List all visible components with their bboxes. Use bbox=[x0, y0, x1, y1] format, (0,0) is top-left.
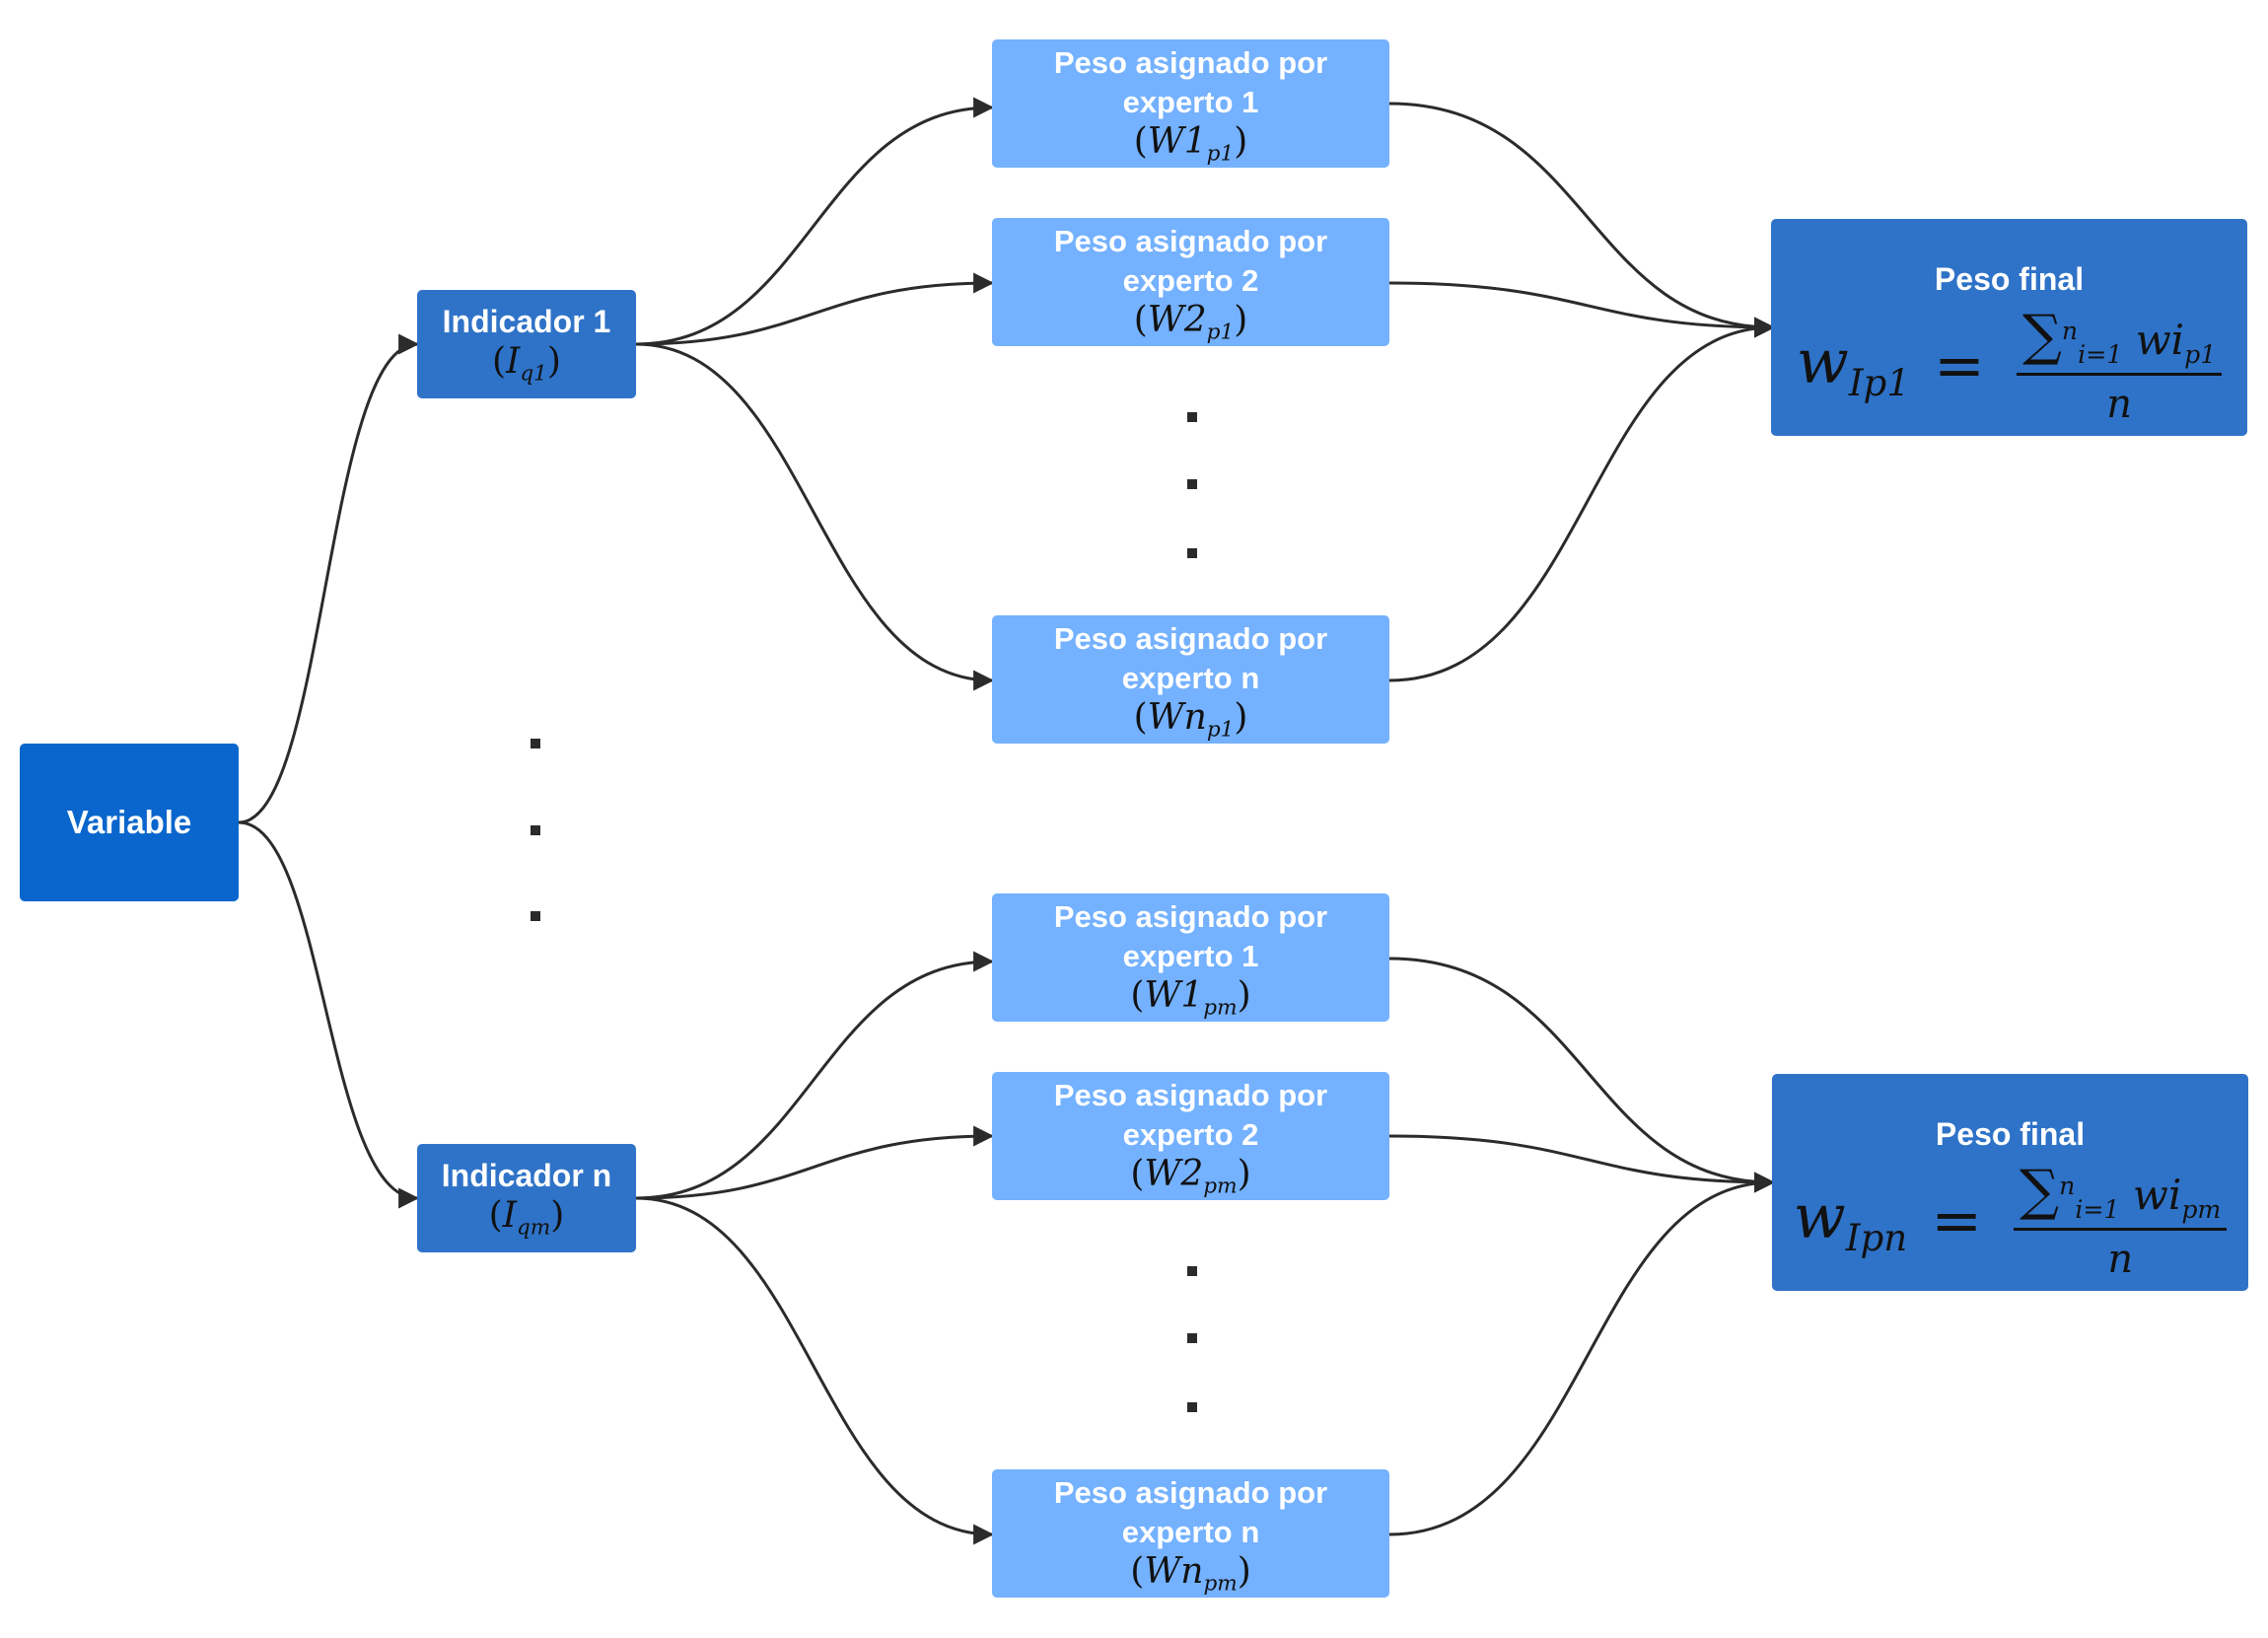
expert-n-bottom-node: Peso asignado por experto n (Wnpm) bbox=[992, 1469, 1389, 1598]
expert-weight-symbol: (W2pm) bbox=[1130, 1154, 1251, 1199]
expert-label-line2: experto 2 bbox=[1122, 263, 1259, 298]
indicator-1-label: Indicador 1 bbox=[442, 304, 611, 340]
expert-label-line2: experto n bbox=[1121, 1515, 1260, 1549]
ellipsis-dot bbox=[531, 911, 540, 921]
ellipsis-dot bbox=[531, 739, 540, 748]
indicator-1-node: Indicador 1 (Iq1) bbox=[417, 290, 636, 398]
ellipsis-dot bbox=[531, 825, 540, 835]
final-weight-label: Peso final bbox=[1934, 261, 2085, 297]
ellipsis-dot bbox=[1187, 412, 1197, 422]
ellipsis-dot bbox=[1187, 1333, 1197, 1343]
ellipsis-dot bbox=[1187, 1266, 1197, 1276]
connector-expert-2-final-n bbox=[1388, 1134, 1776, 1193]
expert-label-line1: Peso asignado por bbox=[1053, 899, 1328, 934]
ellipsis-experts-top bbox=[1180, 412, 1204, 570]
indicator-1-symbol: (Iq1) bbox=[492, 341, 561, 387]
final-weight-formula: wIp1 = ∑ni=1 wip1 n bbox=[1797, 304, 2223, 427]
connector-expert-n-final-n bbox=[1388, 1172, 1776, 1536]
connector-variable-indicator-n bbox=[238, 820, 420, 1209]
connector-indicator-n-expert-2 bbox=[635, 1125, 995, 1200]
connector-indicator-n-expert-1 bbox=[635, 951, 995, 1200]
indicator-n-label: Indicador n bbox=[441, 1158, 612, 1194]
connector-variable-indicator-1 bbox=[238, 333, 420, 824]
expert-label-line2: experto 1 bbox=[1122, 939, 1259, 973]
connector-indicator-1-expert-1 bbox=[635, 97, 995, 346]
ellipsis-dot bbox=[1187, 479, 1197, 489]
indicator-n-symbol: (Iqm) bbox=[488, 1195, 565, 1241]
connector-expert-1-final-1 bbox=[1388, 102, 1776, 338]
indicator-n-node: Indicador n (Iqm) bbox=[417, 1144, 636, 1252]
final-weight-n-node: Peso final wIpn = ∑ni=1 wipm n bbox=[1772, 1074, 2248, 1291]
expert-weight-symbol: (W1pm) bbox=[1130, 975, 1251, 1021]
connector-indicator-1-expert-2 bbox=[635, 272, 995, 346]
expert-2-top-node: Peso asignado por experto 2 (W2p1) bbox=[992, 218, 1389, 346]
final-weight-formula: wIpn = ∑ni=1 wipm n bbox=[1794, 1159, 2228, 1282]
expert-1-bottom-node: Peso asignado por experto 1 (W1pm) bbox=[992, 893, 1389, 1022]
ellipsis-experts-bottom bbox=[1180, 1266, 1204, 1424]
ellipsis-indicators bbox=[524, 739, 547, 926]
connector-expert-1-final-n bbox=[1388, 957, 1776, 1193]
final-weight-1-node: Peso final wIp1 = ∑ni=1 wip1 n bbox=[1771, 219, 2247, 436]
connector-indicator-1-expert-n bbox=[635, 342, 995, 691]
expert-label-line1: Peso asignado por bbox=[1053, 45, 1328, 80]
ellipsis-dot bbox=[1187, 548, 1197, 558]
connector-indicator-n-expert-n bbox=[635, 1196, 995, 1545]
expert-n-top-node: Peso asignado por experto n (Wnp1) bbox=[992, 615, 1389, 744]
final-weight-label: Peso final bbox=[1935, 1116, 2086, 1152]
expert-1-top-node: Peso asignado por experto 1 (W1p1) bbox=[992, 39, 1389, 168]
expert-label-line1: Peso asignado por bbox=[1053, 1475, 1328, 1510]
variable-node: Variable bbox=[20, 744, 239, 901]
expert-label-line1: Peso asignado por bbox=[1053, 1078, 1328, 1112]
expert-label-line2: experto 2 bbox=[1122, 1117, 1259, 1152]
expert-label-line2: experto n bbox=[1121, 661, 1260, 695]
expert-weight-symbol: (W2p1) bbox=[1133, 300, 1248, 345]
expert-weight-symbol: (Wnpm) bbox=[1130, 1551, 1251, 1597]
variable-label: Variable bbox=[66, 804, 192, 840]
connector-expert-n-final-1 bbox=[1388, 317, 1776, 682]
expert-2-bottom-node: Peso asignado por experto 2 (W2pm) bbox=[992, 1072, 1389, 1200]
expert-label-line1: Peso asignado por bbox=[1053, 621, 1328, 656]
expert-label-line2: experto 1 bbox=[1122, 85, 1259, 119]
ellipsis-dot bbox=[1187, 1402, 1197, 1412]
expert-weight-symbol: (W1p1) bbox=[1133, 121, 1248, 167]
expert-label-line1: Peso asignado por bbox=[1053, 224, 1328, 258]
expert-weight-symbol: (Wnp1) bbox=[1133, 697, 1248, 743]
connector-expert-2-final-1 bbox=[1388, 281, 1776, 338]
